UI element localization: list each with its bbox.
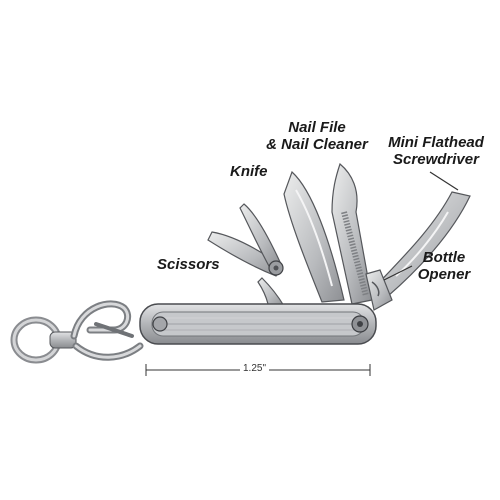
bottle-opener-tool xyxy=(365,269,393,311)
handle-body xyxy=(139,303,377,345)
scissors-tool xyxy=(207,203,286,307)
bottle-opener-pointer xyxy=(383,265,413,281)
nail-file-label: Nail File & Nail Cleaner xyxy=(262,119,372,153)
nail-file-label-line1: Nail File xyxy=(288,119,346,136)
bottle-opener-label-line1: Bottle xyxy=(422,249,466,266)
nail-file-tool xyxy=(331,162,373,305)
knife-blade xyxy=(283,170,345,303)
keyring-loop xyxy=(10,316,77,364)
scissors-label: Scissors xyxy=(157,256,220,273)
nail-file-label-line2: & Nail Cleaner xyxy=(266,136,368,153)
carabiner-clip xyxy=(70,300,144,361)
screwdriver-label-line1: Mini Flathead xyxy=(388,134,484,151)
dimension-label: 1.25" xyxy=(240,363,270,374)
bottle-opener-label: Bottle Opener xyxy=(414,249,474,283)
screwdriver-label-line2: Screwdriver xyxy=(393,151,479,168)
screwdriver-pointer xyxy=(429,171,459,191)
knife-label: Knife xyxy=(230,163,268,180)
screwdriver-label: Mini Flathead Screwdriver xyxy=(380,134,492,168)
bottle-opener-label-line2: Opener xyxy=(417,266,471,283)
